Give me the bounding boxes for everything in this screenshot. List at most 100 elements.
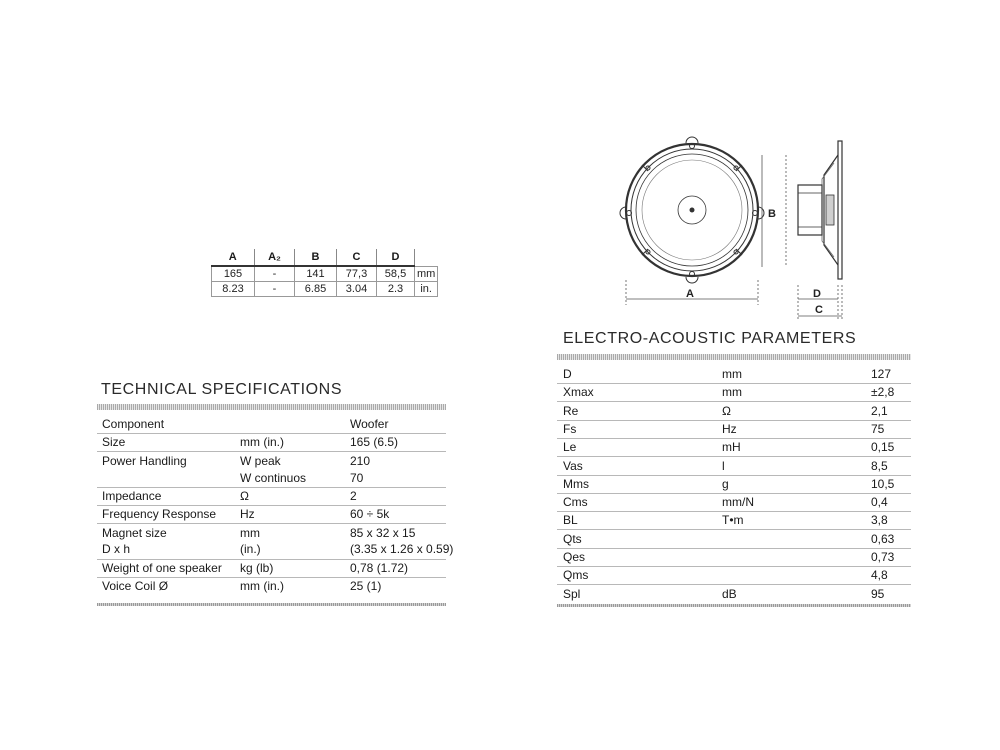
cell-unit: Ω bbox=[240, 489, 249, 503]
dim-cell: 6.85 bbox=[294, 280, 337, 297]
cell-value: 60 ÷ 5k bbox=[350, 507, 390, 521]
row-divider bbox=[557, 566, 911, 567]
cell-unit: kg (lb) bbox=[240, 561, 274, 575]
electro-param-row: Le mH 0,15 bbox=[563, 440, 908, 456]
cell-value: Woofer bbox=[350, 417, 389, 431]
dim-cell: 2.3 bbox=[376, 280, 415, 297]
cell-label: Re bbox=[563, 404, 579, 418]
cell-unit: W continuos bbox=[240, 471, 307, 485]
row-divider bbox=[557, 529, 911, 530]
cell-label: Vas bbox=[563, 459, 583, 473]
cell-label: Power Handling bbox=[102, 454, 187, 468]
cell-value: 2 bbox=[350, 489, 357, 503]
cell-value: 165 (6.5) bbox=[350, 435, 399, 449]
cell-label: Le bbox=[563, 440, 577, 454]
label-b: B bbox=[768, 208, 776, 220]
row-divider bbox=[97, 559, 446, 560]
label-d: D bbox=[813, 288, 821, 300]
cell-unit: g bbox=[722, 477, 729, 491]
cell-label: Xmax bbox=[563, 385, 594, 399]
row-divider bbox=[557, 584, 911, 585]
dim-header-a2: A₂ bbox=[254, 249, 295, 267]
cell-value: (3.35 x 1.26 x 0.59) bbox=[350, 542, 454, 556]
dim-cell: 58,5 bbox=[376, 265, 415, 282]
cell-unit: mm (in.) bbox=[240, 435, 284, 449]
label-a: A bbox=[686, 288, 694, 300]
cell-label: Qes bbox=[563, 550, 586, 564]
cell-label: Component bbox=[102, 417, 165, 431]
dim-cell: 165 bbox=[211, 265, 255, 282]
cell-value: 85 x 32 x 15 bbox=[350, 526, 416, 540]
row-divider bbox=[557, 401, 911, 402]
tech-spec-row: Component Woofer bbox=[102, 417, 447, 433]
cell-label: Frequency Response bbox=[102, 507, 217, 521]
electro-param-row: Xmax mm ±2,8 bbox=[563, 385, 908, 401]
row-divider bbox=[97, 505, 446, 506]
cell-unit: mm bbox=[722, 385, 742, 399]
row-divider bbox=[97, 603, 446, 606]
label-c: C bbox=[815, 304, 823, 316]
dim-cell: 141 bbox=[294, 265, 337, 282]
dimensions-row-in: 8.23 - 6.85 3.04 2.3 in. bbox=[211, 280, 439, 297]
row-divider bbox=[557, 475, 911, 476]
cell-unit: mm/N bbox=[722, 495, 754, 509]
cell-value: 25 (1) bbox=[350, 579, 382, 593]
cell-unit: mm bbox=[722, 367, 742, 381]
cell-value: 8,5 bbox=[871, 459, 888, 473]
electro-params-title: ELECTRO-ACOUSTIC PARAMETERS bbox=[563, 330, 857, 347]
cell-unit: (in.) bbox=[240, 542, 261, 556]
cell-value: 127 bbox=[871, 367, 892, 381]
cell-value: ±2,8 bbox=[871, 385, 895, 399]
cell-value: 75 bbox=[871, 422, 885, 436]
cell-value: 95 bbox=[871, 587, 885, 601]
tech-specs-title-underline bbox=[97, 404, 446, 410]
row-divider bbox=[557, 438, 911, 439]
cell-unit: mm bbox=[240, 526, 260, 540]
cell-label: Cms bbox=[563, 495, 588, 509]
dimensions-row-mm: 165 - 141 77,3 58,5 mm bbox=[211, 265, 439, 282]
cell-label: Size bbox=[102, 435, 126, 449]
tech-spec-row: Weight of one speaker kg (lb) 0,78 (1.72) bbox=[102, 561, 447, 577]
speaker-dimension-drawing: A B D C bbox=[619, 136, 843, 320]
cell-value: 4,8 bbox=[871, 568, 888, 582]
speaker-front-view bbox=[619, 136, 765, 284]
cell-label: Mms bbox=[563, 477, 589, 491]
cell-value: 70 bbox=[350, 471, 364, 485]
dimensions-header-row: A A₂ B C D bbox=[211, 249, 438, 267]
row-divider bbox=[97, 451, 446, 452]
cell-label: Magnet size bbox=[102, 526, 167, 540]
dim-cell: - bbox=[254, 265, 295, 282]
dim-cell: 77,3 bbox=[336, 265, 377, 282]
tech-spec-row: Magnet size mm 85 x 32 x 15 bbox=[102, 526, 447, 542]
cell-label: Voice Coil Ø bbox=[102, 579, 169, 593]
cell-label: Spl bbox=[563, 587, 581, 601]
dim-header-a: A bbox=[211, 249, 255, 267]
tech-spec-row: D x h(in.)(3.35 x 1.26 x 0.59) bbox=[102, 542, 453, 558]
row-divider bbox=[97, 487, 446, 488]
cell-label: Qms bbox=[563, 568, 589, 582]
row-divider bbox=[557, 493, 911, 494]
cell-label: BL bbox=[563, 513, 578, 527]
row-divider bbox=[557, 456, 911, 457]
cell-value: 0,15 bbox=[871, 440, 895, 454]
cell-value: 2,1 bbox=[871, 404, 888, 418]
cell-unit: mH bbox=[722, 440, 741, 454]
cell-value: 0,78 (1.72) bbox=[350, 561, 409, 575]
cell-label: Qts bbox=[563, 532, 582, 546]
dim-unit: in. bbox=[413, 280, 439, 297]
cell-value: 3,8 bbox=[871, 513, 888, 527]
dim-header-c: C bbox=[336, 249, 377, 267]
cell-label: Weight of one speaker bbox=[102, 561, 222, 575]
row-divider bbox=[557, 420, 911, 421]
cell-unit: l bbox=[722, 459, 725, 473]
